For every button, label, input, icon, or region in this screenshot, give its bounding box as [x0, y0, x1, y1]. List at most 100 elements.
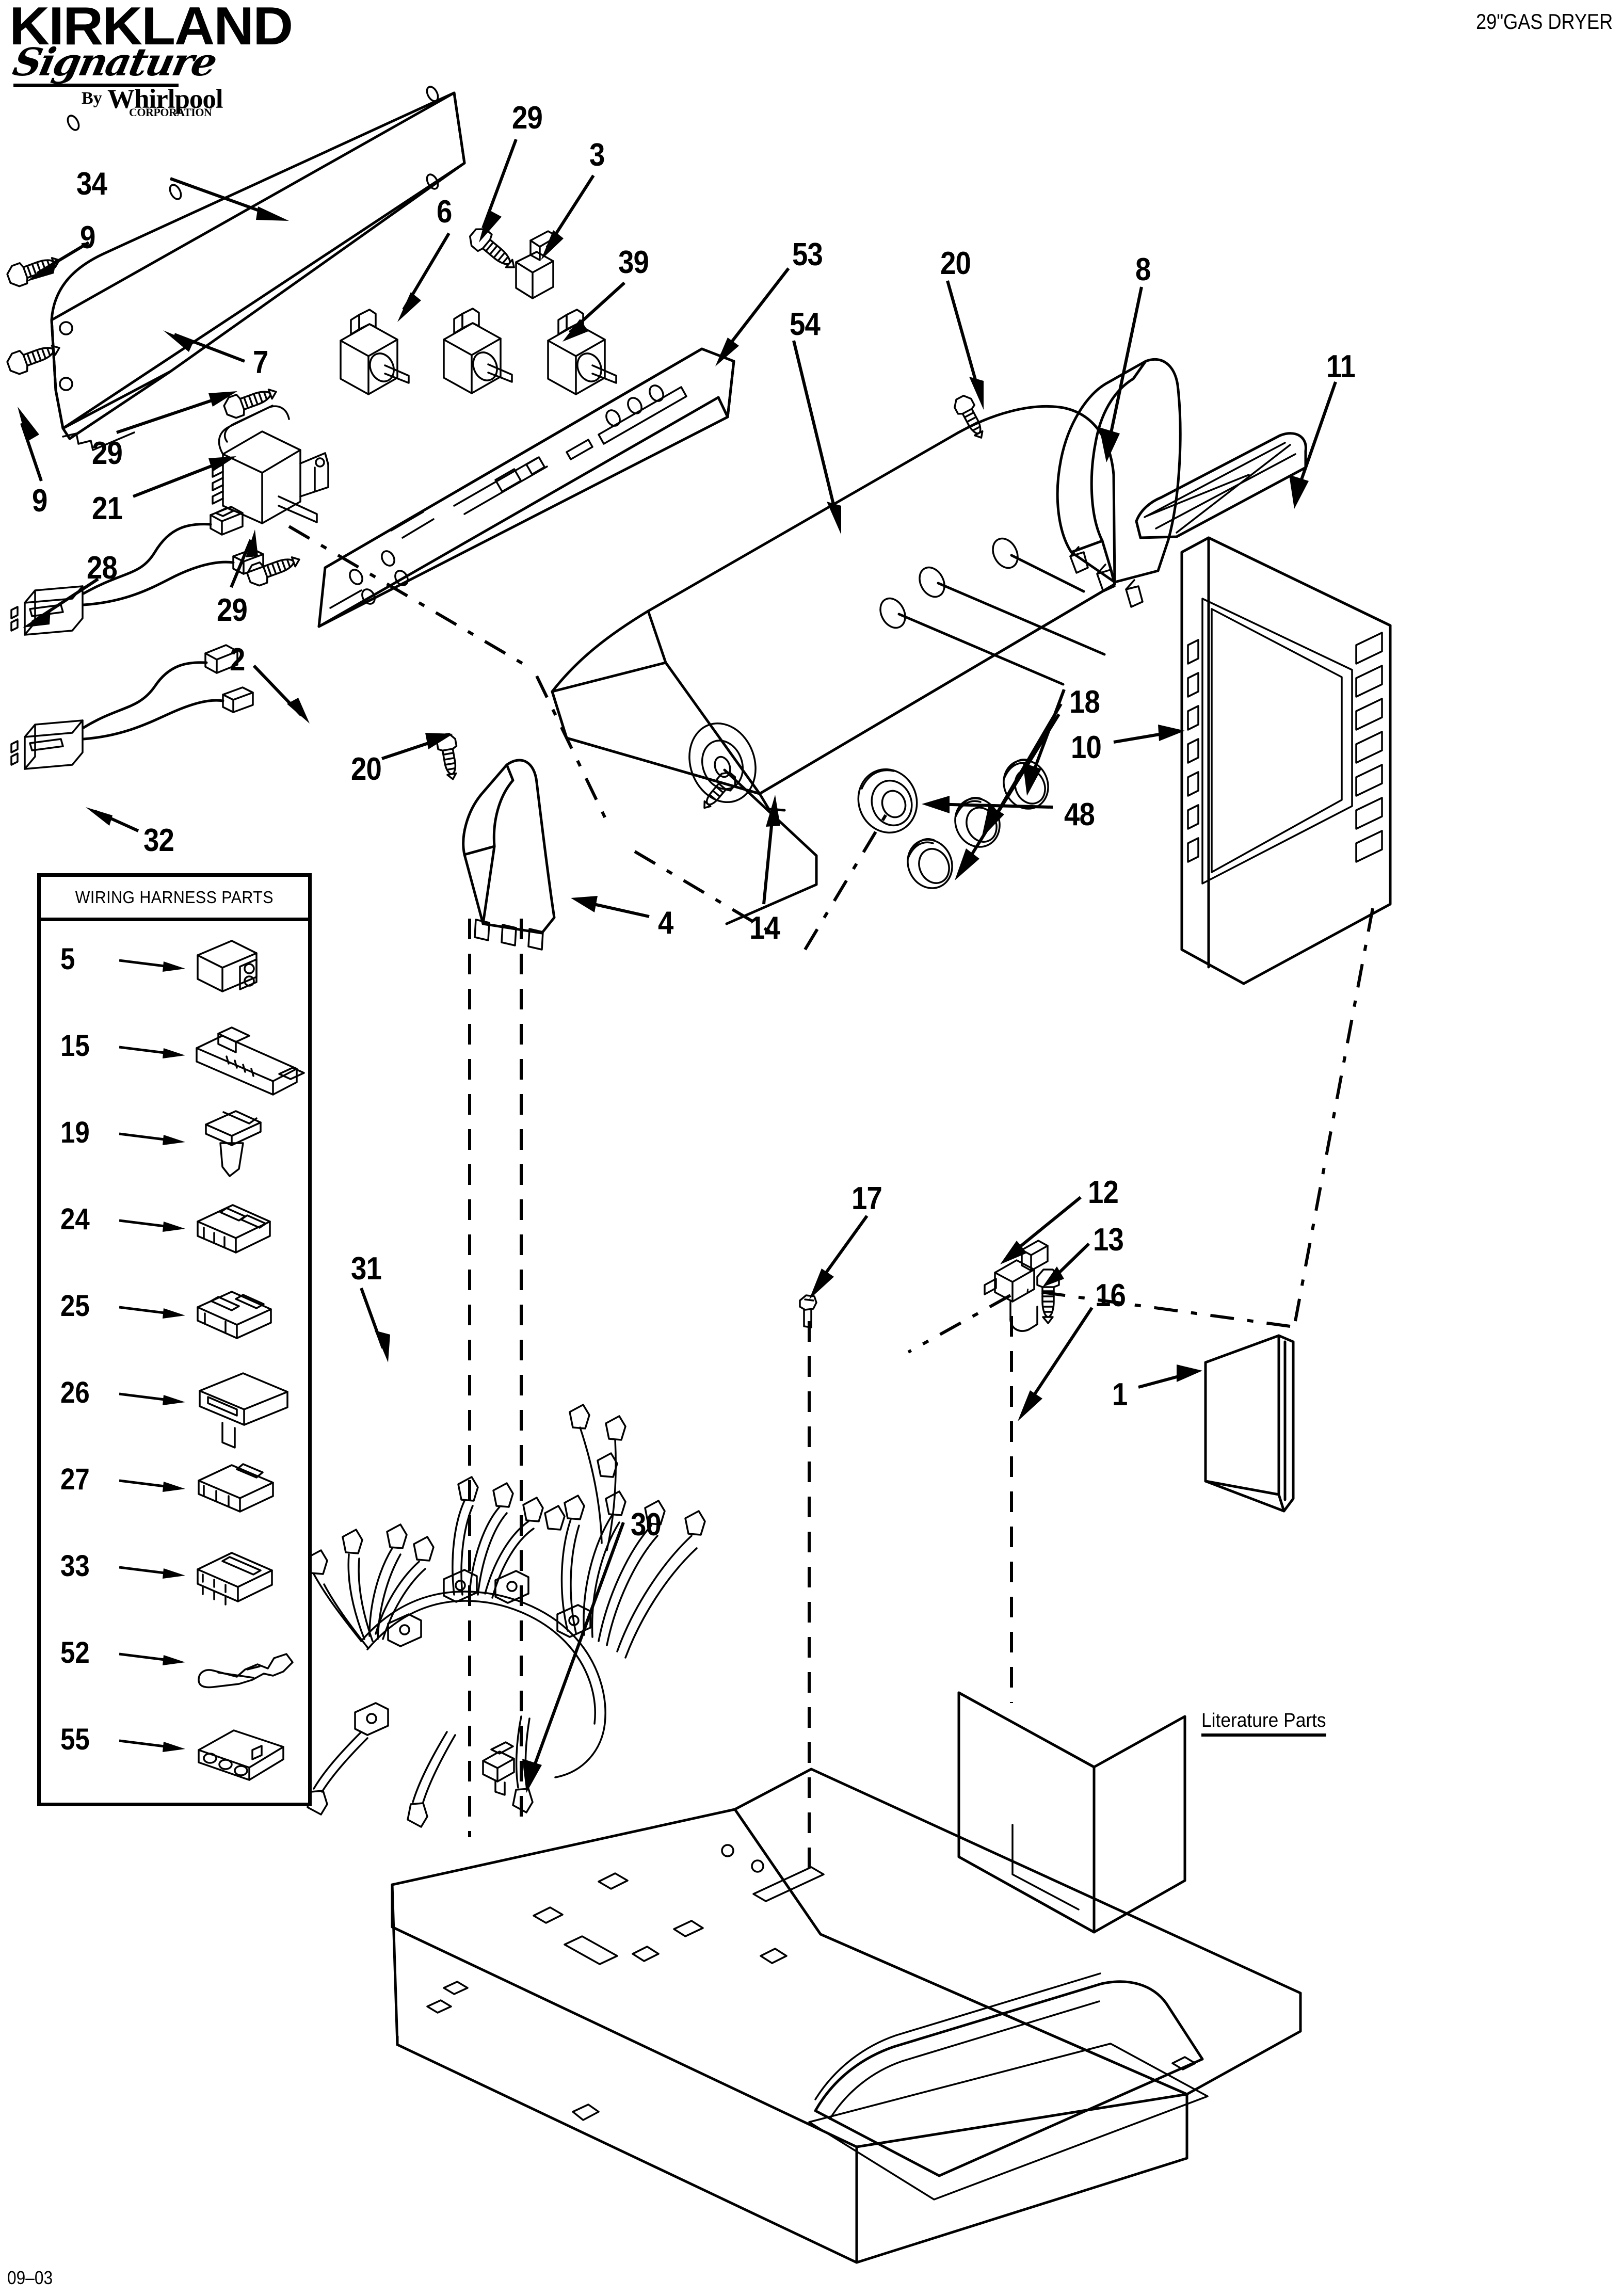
harness-part-connector-4-cavity [196, 1193, 309, 1278]
part-10-lint-duct [1180, 536, 1392, 985]
callout-number-29: 29 [512, 100, 543, 136]
brand-divider-rule [13, 84, 179, 87]
harness-callout-number-5: 5 [60, 942, 75, 976]
part-31-main-wiring-harness [307, 1404, 706, 1828]
harness-leader-arrow-icon [119, 955, 197, 978]
harness-part-connector-3-round-pin [196, 1713, 309, 1798]
callout-number-1: 1 [1112, 1377, 1128, 1412]
harness-list-item: 19 [41, 1106, 308, 1183]
harness-leader-arrow-icon [119, 1129, 197, 1152]
callout-number-32: 32 [143, 823, 174, 858]
harness-list-item: 26 [41, 1366, 308, 1449]
harness-leader-arrow-icon [119, 1562, 197, 1585]
harness-part-connector-3-way-latch [196, 1453, 309, 1538]
harness-leader-arrow-icon [119, 1215, 197, 1239]
part-18-control-knobs [907, 759, 1049, 889]
callout-number-16: 16 [1095, 1278, 1126, 1313]
callout-number-6: 6 [437, 194, 452, 230]
part-3-bracket [515, 230, 558, 299]
harness-callout-number-25: 25 [60, 1289, 90, 1323]
part-29-screws [223, 228, 515, 587]
harness-callout-number-15: 15 [60, 1029, 90, 1063]
harness-callout-number-24: 24 [60, 1202, 90, 1236]
harness-part-connector-6-cavity [196, 1539, 309, 1625]
harness-list-item: 5 [41, 933, 308, 1010]
part-30-ground-clip [482, 1741, 515, 1796]
harness-list-item: 24 [41, 1193, 308, 1270]
callout-number-21: 21 [92, 491, 123, 526]
harness-callout-number-27: 27 [60, 1463, 90, 1496]
callout-number-10: 10 [1071, 730, 1102, 765]
callout-number-39: 39 [618, 245, 649, 280]
callout-number-2: 2 [230, 642, 245, 678]
part-4-left-end-cap [462, 759, 556, 951]
callout-number-34: 34 [76, 166, 107, 202]
part-54-console-top-cover [551, 405, 1116, 925]
callout-number-8: 8 [1135, 252, 1151, 287]
harness-callout-number-55: 55 [60, 1723, 90, 1756]
harness-leader-arrow-icon [119, 1302, 197, 1325]
harness-leader-arrow-icon [119, 1389, 197, 1412]
parts-6-7-39-rotary-switches [340, 308, 617, 395]
callout-number-20: 20 [940, 246, 971, 281]
part-11-lint-screen-cover [1135, 432, 1307, 539]
part-14-screw [703, 771, 736, 809]
callout-number-54: 54 [790, 307, 821, 342]
callout-number-12: 12 [1088, 1175, 1119, 1210]
callout-number-17: 17 [851, 1181, 882, 1216]
callout-number-13: 13 [1093, 1222, 1124, 1258]
callout-number-9: 9 [32, 483, 47, 519]
callout-number-29: 29 [92, 436, 123, 471]
harness-part-connector-2-pin-block [196, 933, 309, 1018]
part-34-console-rear-panel [50, 86, 466, 451]
brand-signature-script: Signature [9, 40, 220, 85]
page-title: 29"GAS DRYER [1475, 9, 1613, 34]
harness-leader-arrow-icon [119, 1649, 197, 1672]
harness-list-item: 25 [41, 1279, 308, 1357]
callout-number-30: 30 [631, 1507, 662, 1543]
callout-number-48: 48 [1064, 797, 1095, 832]
callout-number-18: 18 [1069, 684, 1100, 720]
assembly-axis-lines [288, 525, 1374, 1878]
brand-kirkland-wordmark: KIRKLAND [9, 0, 293, 56]
harness-callout-number-26: 26 [60, 1376, 90, 1409]
part-48-timer-knob [857, 768, 918, 834]
callout-number-28: 28 [87, 550, 118, 586]
harness-part-connector-multi-pin-large [196, 1019, 309, 1104]
callout-number-4: 4 [658, 905, 673, 941]
harness-leader-arrow-icon [119, 1736, 197, 1759]
harness-list-item: 55 [41, 1713, 308, 1790]
callout-number-31: 31 [351, 1251, 382, 1287]
callout-number-11: 11 [1326, 349, 1356, 384]
callout-number-7: 7 [253, 345, 268, 380]
brand-logo: KIRKLAND Signature By Whirlpool CORPORAT… [9, 0, 422, 139]
callout-number-14: 14 [749, 910, 780, 946]
harness-leader-arrow-icon [119, 1042, 197, 1065]
part-16-dryer-top-cabinet [391, 1691, 1302, 2264]
harness-callout-number-52: 52 [60, 1636, 90, 1669]
harness-list-item: 15 [41, 1019, 308, 1097]
harness-list-item: 33 [41, 1539, 308, 1617]
callout-number-29: 29 [217, 592, 248, 628]
part-12-wire-clip [984, 1240, 1049, 1332]
part-1-literature-book [1204, 1334, 1295, 1513]
wiring-harness-title-bar: WIRING HARNESS PARTS [41, 877, 308, 921]
harness-part-wire-clip-push-in [196, 1106, 309, 1191]
harness-list-item: 52 [41, 1626, 308, 1704]
harness-part-terminal-female-crimp [196, 1626, 309, 1711]
part-13-screw [1036, 1269, 1060, 1324]
literature-parts-label: Literature Parts [1201, 1710, 1326, 1737]
wiring-harness-title: WIRING HARNESS PARTS [75, 887, 274, 907]
wiring-harness-parts-panel: WIRING HARNESS PARTS 5 15 19 24 25 26 27 33 52 55 [37, 873, 312, 1806]
document-revision-code: 09–03 [7, 2267, 53, 2288]
callout-number-53: 53 [792, 237, 823, 272]
brand-by-label: By [82, 89, 102, 108]
part-21-timer [212, 405, 329, 524]
harness-callout-number-19: 19 [60, 1116, 90, 1149]
harness-part-connector-flat-housing [196, 1366, 309, 1451]
part-17-push-pin [799, 1294, 817, 1328]
callout-number-20: 20 [351, 751, 382, 787]
part-53-control-panel-frame [317, 347, 735, 628]
part-20-screws [436, 394, 984, 780]
